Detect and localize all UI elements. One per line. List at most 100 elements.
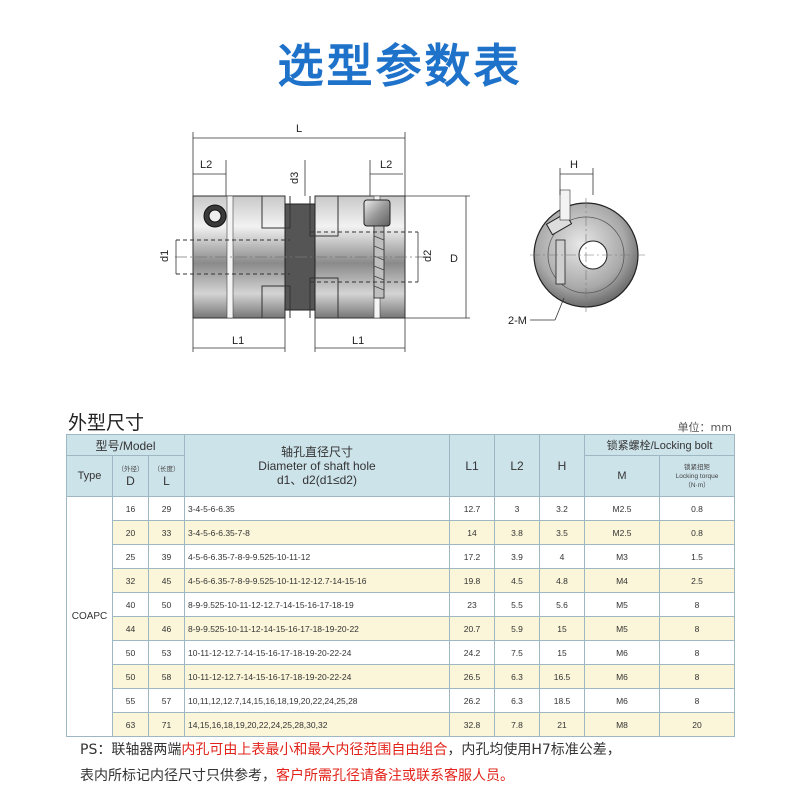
cell-H: 18.5: [539, 688, 585, 713]
cell-L1: 14: [449, 520, 495, 545]
cell-holes: 3-4-5-6-6.35: [184, 496, 450, 521]
cell-M: M6: [584, 640, 660, 665]
header-hole-cn: 轴孔直径尺寸: [280, 444, 353, 459]
dim-label-L1-left: L1: [232, 335, 244, 347]
header-locking-bolt: 锁紧螺栓/Locking bolt: [583, 434, 736, 456]
header-L-label: L: [163, 473, 170, 488]
dim-label-H: H: [570, 159, 578, 171]
spec-table: 型号/Model 轴孔直径尺寸 Diameter of shaft hole d…: [66, 434, 736, 737]
header-M: M: [584, 455, 660, 497]
type-cell: COAPC: [66, 496, 113, 737]
header-hole-en: Diameter of shaft hole: [258, 458, 376, 473]
dim-label-D: D: [450, 253, 458, 265]
cell-H: 4.8: [539, 568, 585, 593]
header-L2: L2: [494, 434, 540, 497]
cell-D: 50: [112, 640, 149, 665]
cell-holes: 8-9-9.525-10-11-12-14-15-16-17-18-19-20-…: [184, 616, 450, 641]
cell-torque: 20: [658, 712, 736, 737]
cell-holes: 10-11-12-12.7-14-15-16-17-18-19-20-22-24: [184, 640, 450, 665]
cell-holes: 3-4-5-6-6.35-7-8: [184, 520, 450, 545]
cell-M: M2.5: [584, 496, 660, 521]
note-red-1: 内孔可由上表最小和最大内径范围自由组合: [181, 742, 448, 758]
cell-L: 46: [148, 616, 185, 641]
cell-L: 50: [148, 592, 185, 617]
cell-L: 58: [148, 664, 185, 689]
header-D: （外径） D: [112, 455, 149, 497]
cell-L: 29: [148, 496, 185, 521]
note-red-2: 客户所需孔径请备注或联系客服人员。: [276, 768, 514, 784]
cell-L2: 5.9: [494, 616, 540, 641]
section-title: 外型尺寸: [68, 412, 145, 434]
cell-torque: 2.5: [658, 568, 736, 593]
note-mid: ，内孔均使用H7标准公差，: [447, 742, 621, 758]
cell-M: M3: [584, 544, 660, 569]
cell-M: M2.5: [584, 520, 660, 545]
header-shaft-hole: 轴孔直径尺寸 Diameter of shaft hole d1、d2(d1≤d…: [184, 434, 450, 497]
cell-holes: 4-5-6-6.35-7-8-9-9.525-10-11-12: [184, 544, 450, 569]
cell-M: M8: [584, 712, 660, 737]
header-H: H: [539, 434, 585, 497]
cell-D: 16: [112, 496, 149, 521]
dim-label-L: L: [296, 123, 302, 135]
dim-label-d3: d3: [289, 172, 301, 184]
cell-L1: 12.7: [449, 496, 495, 521]
header-torque: 锁紧扭矩 Locking torque （N·m）: [658, 455, 736, 497]
cell-M: M5: [584, 592, 660, 617]
cell-L1: 26.5: [449, 664, 495, 689]
cell-L1: 20.7: [449, 616, 495, 641]
cell-H: 3.5: [539, 520, 585, 545]
cell-L1: 32.8: [449, 712, 495, 737]
page-title: 选型参数表: [277, 39, 523, 93]
header-torque-en: Locking torque: [675, 472, 719, 480]
cell-torque: 1.5: [658, 544, 736, 569]
dim-label-L1-right: L1: [352, 335, 364, 347]
cell-L1: 24.2: [449, 640, 495, 665]
header-model: 型号/Model: [66, 434, 185, 456]
header-hole-formula: d1、d2(d1≤d2): [277, 472, 357, 487]
cell-D: 20: [112, 520, 149, 545]
dim-label-d1: d1: [159, 250, 171, 262]
cell-L: 53: [148, 640, 185, 665]
cell-L2: 3: [494, 496, 540, 521]
cell-L2: 3.8: [494, 520, 540, 545]
cell-L: 57: [148, 688, 185, 713]
cell-L: 71: [148, 712, 185, 737]
cell-L2: 7.5: [494, 640, 540, 665]
header-outer-dia-cn: （外径）: [117, 465, 144, 473]
cell-torque: 8: [658, 640, 736, 665]
dim-label-M: 2-M: [508, 315, 527, 327]
cell-L2: 5.5: [494, 592, 540, 617]
cell-H: 3.2: [539, 496, 585, 521]
cell-H: 15: [539, 640, 585, 665]
cell-L: 33: [148, 520, 185, 545]
cell-L: 39: [148, 544, 185, 569]
cell-L2: 6.3: [494, 688, 540, 713]
cell-M: M4: [584, 568, 660, 593]
cell-H: 5.6: [539, 592, 585, 617]
coupling-drawing: L L2 L2 L1 L1 d1 d2 d3 D H 2-M: [159, 123, 645, 352]
cell-H: 21: [539, 712, 585, 737]
header-L: （长度） L: [148, 455, 185, 497]
cell-D: 50: [112, 664, 149, 689]
cell-holes: 10-11-12-12.7-14-15-16-17-18-19-20-22-24: [184, 664, 450, 689]
dim-label-L2-left: L2: [200, 159, 212, 171]
header-D-label: D: [126, 473, 135, 488]
cell-D: 25: [112, 544, 149, 569]
header-torque-cn: 锁紧扭矩: [684, 463, 710, 471]
header-type: Type: [66, 455, 113, 497]
cell-torque: 0.8: [658, 520, 736, 545]
header-L1: L1: [449, 434, 495, 497]
cell-L2: 4.5: [494, 568, 540, 593]
cell-D: 32: [112, 568, 149, 593]
cell-holes: 4-5-6-6.35-7-8-9-9.525-10-11-12-12.7-14-…: [184, 568, 450, 593]
cell-torque: 8: [658, 664, 736, 689]
